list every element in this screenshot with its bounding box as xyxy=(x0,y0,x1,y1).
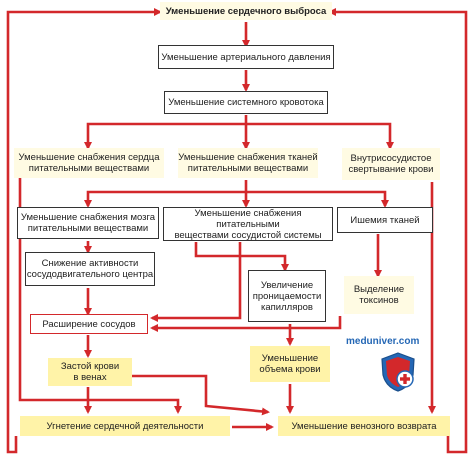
node-tissue-supply-decrease: Уменьшение снабжения тканей питательными… xyxy=(178,148,318,178)
node-intravascular-coagulation: Внутрисосудистое свертывание крови xyxy=(342,148,440,180)
node-capillary-permeability: Увеличение проницаемости капилляров xyxy=(248,270,326,322)
arrow-heart-to-depression xyxy=(18,172,182,414)
node-venous-stasis: Застой крови в венах xyxy=(48,358,132,386)
node-blood-volume-decrease: Уменьшение объема крови xyxy=(250,346,330,382)
arrow-flow-branch xyxy=(84,115,248,150)
node-systemic-flow-decrease: Уменьшение системного кровотока xyxy=(164,91,328,114)
node-vasomotor-center-decrease: Снижение активности сосудодвигательного … xyxy=(25,252,155,286)
node-vasodilation: Расширение сосудов xyxy=(30,314,148,334)
arrow-vessel-to-permeability xyxy=(194,242,289,272)
node-bp-decrease: Уменьшение артериального давления xyxy=(158,45,334,69)
node-cardiac-depression: Угнетение сердечной деятельности xyxy=(20,416,230,436)
node-brain-supply-decrease: Уменьшение снабжения мозга питательными … xyxy=(17,207,159,239)
node-toxin-release: Выделение токсинов xyxy=(344,276,414,314)
arrow-flow-to-dic xyxy=(246,122,394,150)
watermark-text: meduniver.com xyxy=(346,336,420,347)
arrow-tissue-to-ischemia xyxy=(246,190,389,208)
shield-logo-icon xyxy=(381,352,415,392)
node-heart-supply-decrease: Уменьшение снабжения сердца питательными… xyxy=(14,148,164,178)
arrow-tissue-to-brain xyxy=(84,180,248,208)
arrow-feedback-left xyxy=(6,8,162,454)
arrow-vessel-to-dilation xyxy=(150,242,242,322)
node-tissue-ischemia: Ишемия тканей xyxy=(337,207,433,233)
arrow-feedback-right xyxy=(328,8,468,454)
node-venous-return-decrease: Уменьшение венозного возврата xyxy=(278,416,450,436)
arrow-toxins-to-dilation xyxy=(150,316,342,332)
node-cardiac-output-decrease: Уменьшение сердечного выброса xyxy=(160,2,332,20)
node-vessel-supply-decrease: Уменьшение снабжения питательными вещест… xyxy=(163,207,333,241)
arrow-stasis-to-venous xyxy=(130,374,270,416)
